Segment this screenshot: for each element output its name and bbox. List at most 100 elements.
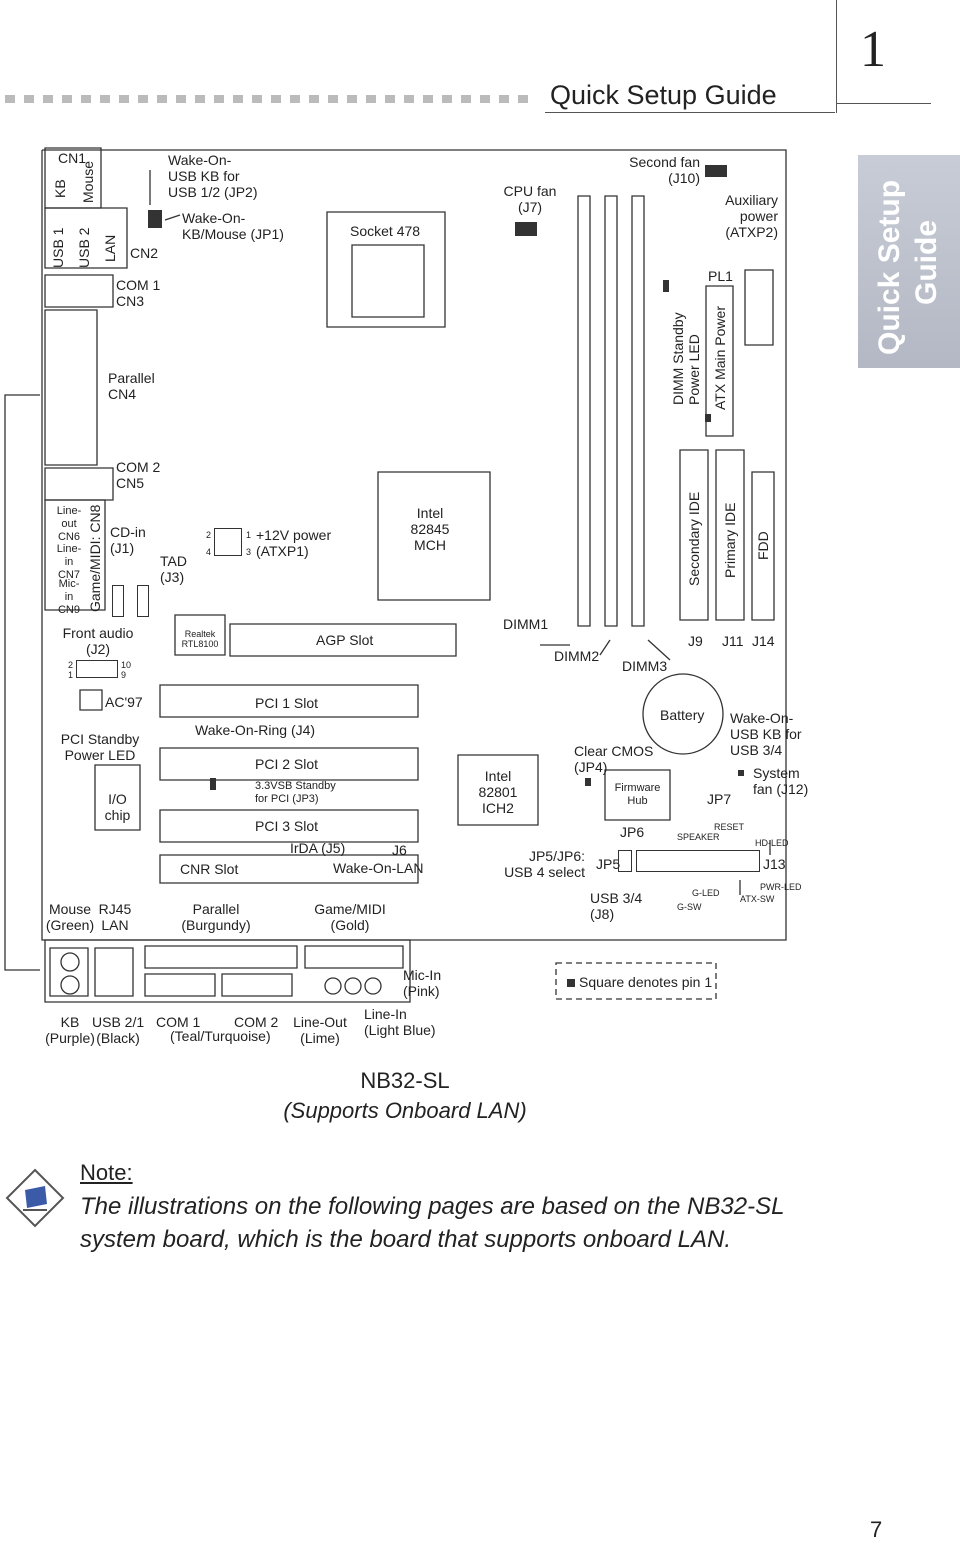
agp-label: AGP Slot bbox=[316, 632, 374, 648]
clear-cmos-label: Clear CMOS(JP4) bbox=[574, 743, 654, 775]
j13-label: J13 bbox=[763, 856, 786, 872]
jp7-label: JP7 bbox=[707, 791, 732, 807]
page-number: 7 bbox=[870, 1517, 883, 1542]
ac97-label: AC'97 bbox=[105, 694, 143, 710]
pin9-label: 9 bbox=[121, 670, 127, 680]
usb1-label: USB 1 bbox=[50, 227, 66, 268]
cn2-label: CN2 bbox=[130, 245, 159, 261]
atxp1-label: +12V power(ATXP1) bbox=[256, 527, 332, 559]
header-dots bbox=[5, 95, 535, 103]
rear-com1-label: COM 1 bbox=[156, 1014, 201, 1030]
rear-kb-label: KB(Purple) bbox=[45, 1014, 95, 1046]
rear-com2-label: COM 2 bbox=[234, 1014, 279, 1030]
g-sw-label: G-SW bbox=[677, 902, 702, 912]
pci3-label: PCI 3 Slot bbox=[255, 818, 319, 834]
cn4-label: CN4 bbox=[108, 386, 137, 402]
pin4-label: 4 bbox=[206, 547, 212, 557]
pl1-label: PL1 bbox=[708, 268, 733, 284]
note-line-1: The illustrations on the following pages… bbox=[80, 1193, 785, 1220]
note-label: Note: bbox=[80, 1160, 133, 1185]
pin2-label: 2 bbox=[206, 530, 212, 540]
parallel-top-label: Parallel bbox=[108, 370, 155, 386]
atx-main-label: ATX Main Power bbox=[712, 306, 728, 410]
header-title: Quick Setup Guide bbox=[550, 80, 777, 110]
irda-label: IrDA (J5) bbox=[290, 840, 346, 856]
cn1-label: CN1 bbox=[58, 150, 87, 166]
dimm1-label: DIMM1 bbox=[503, 616, 549, 632]
pin1-label: 1 bbox=[246, 530, 252, 540]
g-led-label: G-LED bbox=[692, 888, 720, 898]
cn3-label: CN3 bbox=[116, 293, 145, 309]
battery-label: Battery bbox=[660, 707, 705, 723]
rear-line-in-label: Line-In(Light Blue) bbox=[364, 1006, 436, 1038]
chapter-box-line bbox=[836, 0, 837, 113]
model-subtitle: (Supports Onboard LAN) bbox=[283, 1098, 527, 1123]
jp5-label: JP5 bbox=[596, 856, 621, 872]
wol-label: Wake-On-LAN bbox=[333, 860, 424, 876]
tad-header bbox=[137, 585, 149, 617]
pwr-led-label: PWR-LED bbox=[760, 882, 802, 892]
jp4-wake-ring-label: Wake-On-Ring (J4) bbox=[195, 722, 316, 738]
note-line-2: system board, which is the board that su… bbox=[80, 1226, 732, 1253]
j11-label: J11 bbox=[722, 633, 744, 649]
pin3-label: 3 bbox=[246, 547, 252, 557]
rear-teal-label: (Teal/Turquoise) bbox=[170, 1028, 271, 1044]
hd-led-label: HD-LED bbox=[755, 838, 789, 848]
cn5-label: CN5 bbox=[116, 475, 145, 491]
model-name: NB32-SL bbox=[360, 1068, 450, 1093]
fdd-label: FDD bbox=[755, 531, 771, 560]
jp1-label: Wake-On-KB/Mouse (JP1) bbox=[182, 210, 284, 242]
rear-mic-in-label: Mic-In(Pink) bbox=[403, 967, 442, 999]
com2-top-label: COM 2 bbox=[116, 459, 161, 475]
chapter-number: 1 bbox=[860, 21, 886, 78]
j13-header bbox=[636, 850, 760, 872]
cpu-fan-label: CPU fan(J7) bbox=[503, 183, 557, 215]
rear-mouse-label: Mouse(Green) bbox=[45, 901, 95, 933]
secondary-ide-label: Secondary IDE bbox=[686, 491, 702, 586]
pin2-front-label: 2 bbox=[68, 660, 74, 670]
socket-label: Socket 478 bbox=[350, 223, 421, 239]
board-diagram bbox=[0, 0, 960, 1060]
atx-sw-label: ATX-SW bbox=[740, 894, 775, 904]
game-midi-cn8-label: Game/MIDI: CN8 bbox=[87, 504, 103, 612]
front-audio-header bbox=[76, 660, 118, 678]
chapter-box-bottom bbox=[836, 103, 931, 104]
j14-label: J14 bbox=[752, 633, 775, 649]
lan-label: LAN bbox=[102, 234, 118, 262]
com1-top-label: COM 1 bbox=[116, 277, 161, 293]
dimm2-label: DIMM2 bbox=[554, 648, 600, 664]
pin10-label: 10 bbox=[121, 660, 132, 670]
side-tab bbox=[858, 155, 960, 368]
pci1-label: PCI 1 Slot bbox=[255, 695, 319, 711]
cnr-label: CNR Slot bbox=[180, 861, 239, 877]
rear-usb21-label: USB 2/1(Black) bbox=[92, 1014, 145, 1046]
cd-in-header bbox=[112, 585, 124, 617]
speaker-label: SPEAKER bbox=[677, 832, 720, 842]
rear-game-label: Game/MIDI(Gold) bbox=[314, 901, 386, 933]
primary-ide-label: Primary IDE bbox=[722, 502, 738, 578]
dimm3-label: DIMM3 bbox=[622, 658, 668, 674]
kb-label: KB bbox=[52, 179, 68, 198]
note-icon bbox=[5, 1168, 65, 1228]
second-fan-label: Second fan(J10) bbox=[629, 154, 700, 186]
j9-label: J9 bbox=[688, 633, 703, 649]
usb2-label: USB 2 bbox=[76, 227, 92, 268]
pci2-label: PCI 2 Slot bbox=[255, 756, 319, 772]
j6-label: J6 bbox=[392, 842, 407, 858]
rear-parallel-label: Parallel(Burgundy) bbox=[181, 901, 251, 933]
cd-in-label: CD-in(J1) bbox=[110, 524, 146, 556]
